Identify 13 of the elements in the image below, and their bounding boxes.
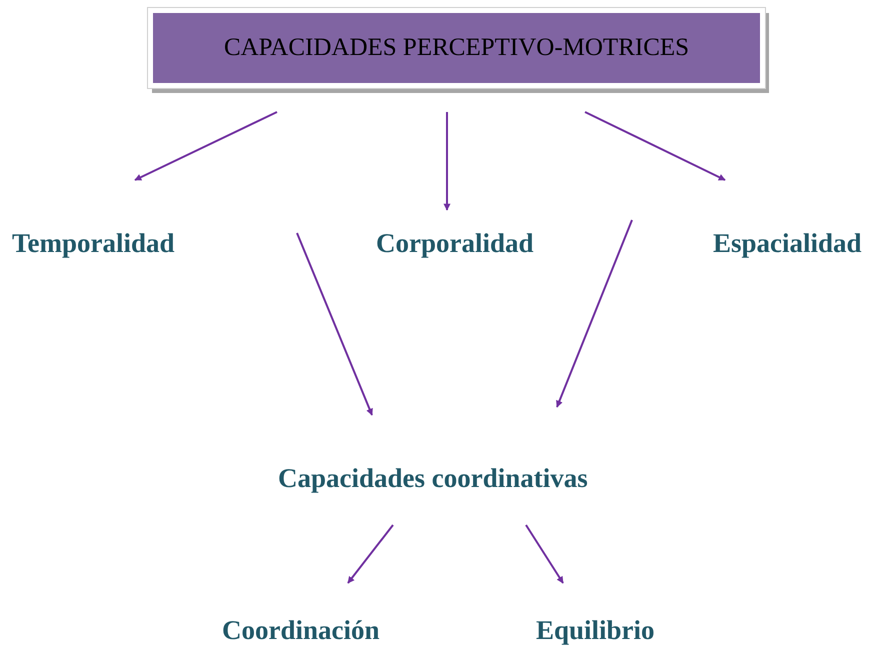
- arrow: [556, 220, 633, 408]
- concept-label: Equilibrio: [536, 613, 678, 647]
- concept-label: Temporalidad: [12, 226, 208, 260]
- concept-label: Coordinación: [222, 613, 412, 647]
- concept-label: Corporalidad: [376, 226, 562, 260]
- arrow: [134, 111, 278, 181]
- arrow: [584, 111, 726, 181]
- arrow: [444, 112, 450, 211]
- concept-label: Capacidades coordinativas: [278, 461, 648, 495]
- arrow: [525, 524, 564, 584]
- arrow: [296, 232, 373, 416]
- concept-label: Espacialidad: [713, 226, 891, 260]
- arrow: [347, 524, 394, 584]
